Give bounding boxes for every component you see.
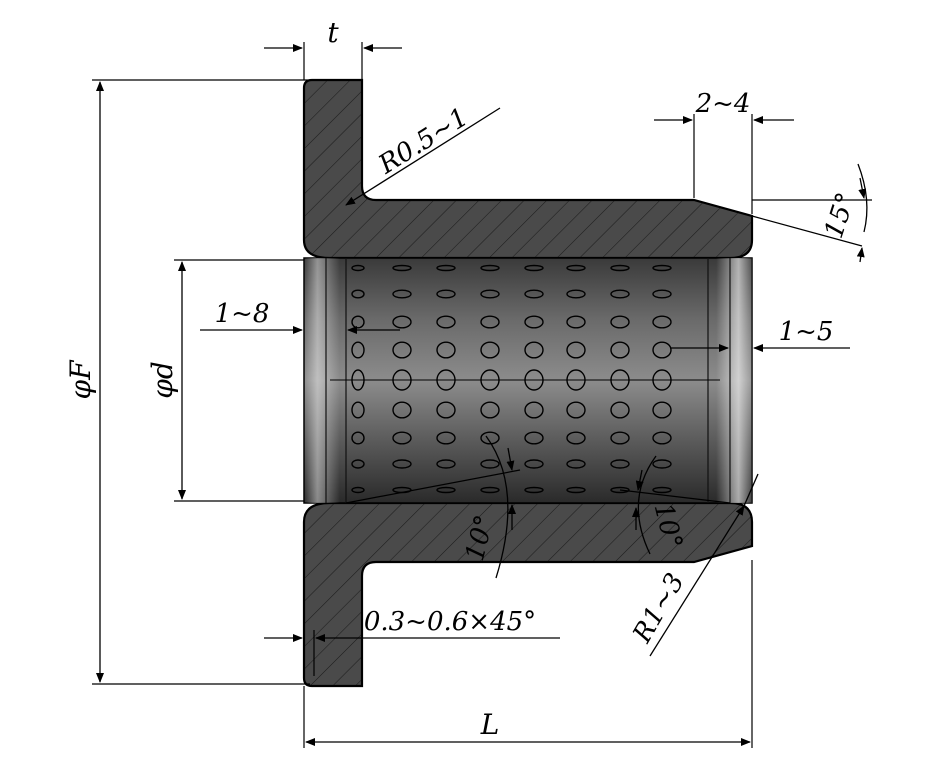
graphite-plug xyxy=(524,264,544,272)
graphite-plug xyxy=(652,431,672,445)
graphite-plug xyxy=(351,341,365,359)
graphite-plug xyxy=(610,289,630,299)
graphite-plug xyxy=(351,401,365,419)
graphite-plug-pattern xyxy=(351,264,672,494)
graphite-plug xyxy=(566,341,586,359)
graphite-plug xyxy=(436,401,456,419)
dim-chamfer-angle: 15° xyxy=(751,163,872,263)
graphite-plug xyxy=(610,264,630,272)
dim-chamfer-length: 2~4 xyxy=(654,89,794,214)
graphite-plug xyxy=(610,341,630,359)
graphite-plug xyxy=(524,315,544,329)
label-flange-diameter: φF xyxy=(64,359,97,400)
graphite-plug xyxy=(610,401,630,419)
graphite-plug xyxy=(652,341,672,359)
label-chamfer-length: 2~4 xyxy=(695,89,751,119)
graphite-plug xyxy=(652,486,672,494)
graphite-plug xyxy=(566,264,586,272)
graphite-plug xyxy=(652,264,672,272)
graphite-plug xyxy=(480,431,500,445)
dim-t: t xyxy=(264,16,402,80)
graphite-plug xyxy=(351,431,365,445)
upper-section xyxy=(302,78,754,260)
graphite-plug xyxy=(610,486,630,494)
graphite-plug xyxy=(652,315,672,329)
label-chamfer-angle: 15° xyxy=(819,189,862,242)
graphite-plug xyxy=(524,401,544,419)
graphite-plug xyxy=(392,341,412,359)
graphite-plug xyxy=(610,459,630,469)
graphite-plug xyxy=(480,401,500,419)
graphite-plug xyxy=(566,289,586,299)
graphite-plug xyxy=(351,315,365,329)
graphite-plug xyxy=(392,264,412,272)
graphite-plug xyxy=(480,315,500,329)
graphite-plug xyxy=(351,459,365,469)
graphite-plug xyxy=(436,264,456,272)
label-edge-chamfer: 0.3~0.6×45° xyxy=(364,607,536,637)
dim-edge-zone: 1~8 xyxy=(200,299,400,334)
graphite-plug xyxy=(436,459,456,469)
graphite-plug xyxy=(524,289,544,299)
dim-fillet: R0.5~1 xyxy=(345,102,501,206)
graphite-plug xyxy=(436,341,456,359)
graphite-plug xyxy=(566,431,586,445)
graphite-plug xyxy=(351,264,365,272)
graphite-plug xyxy=(392,401,412,419)
lower-section xyxy=(302,501,754,688)
dim-flange-diameter: φF xyxy=(64,79,310,685)
graphite-plug xyxy=(652,401,672,419)
graphite-plug xyxy=(436,431,456,445)
graphite-plug xyxy=(652,289,672,299)
graphite-plug xyxy=(652,459,672,469)
graphite-plug xyxy=(392,289,412,299)
label-bore-diameter: φd xyxy=(146,361,179,399)
graphite-plug xyxy=(566,486,586,494)
graphite-plug xyxy=(524,486,544,494)
graphite-plug xyxy=(351,289,365,299)
label-length: L xyxy=(480,708,500,741)
label-fillet: R0.5~1 xyxy=(373,102,474,181)
graphite-plug xyxy=(480,341,500,359)
label-edge-zone: 1~8 xyxy=(215,299,270,329)
graphite-plug xyxy=(566,459,586,469)
graphite-plug xyxy=(392,431,412,445)
graphite-plug xyxy=(351,486,365,494)
dim-angle-left: 10° xyxy=(345,435,521,579)
graphite-plug xyxy=(436,486,456,494)
dim-edge-chamfer: 0.3~0.6×45° xyxy=(264,607,560,676)
dim-end-zone: 1~5 xyxy=(670,317,850,352)
graphite-plug xyxy=(524,431,544,445)
dim-bore-diameter: φd xyxy=(146,259,304,502)
graphite-plug xyxy=(392,459,412,469)
graphite-plug xyxy=(524,459,544,469)
graphite-plug xyxy=(436,289,456,299)
dim-length: L xyxy=(303,560,753,748)
graphite-plug xyxy=(480,459,500,469)
label-end-zone: 1~5 xyxy=(779,317,834,347)
label-t: t xyxy=(327,16,339,49)
graphite-plug xyxy=(566,401,586,419)
graphite-plug xyxy=(480,264,500,272)
graphite-plug xyxy=(610,315,630,329)
label-end-radius: R1~3 xyxy=(627,568,691,648)
graphite-plug xyxy=(480,486,500,494)
graphite-plug xyxy=(566,315,586,329)
graphite-plug xyxy=(610,431,630,445)
graphite-plug xyxy=(436,315,456,329)
graphite-plug xyxy=(480,289,500,299)
graphite-plug xyxy=(524,341,544,359)
graphite-plug xyxy=(392,315,412,329)
